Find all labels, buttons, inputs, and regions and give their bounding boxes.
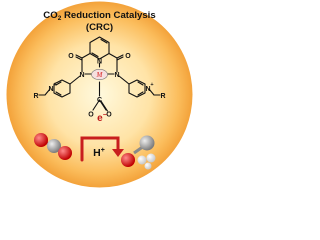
proton-label: H+ <box>93 147 105 159</box>
atom-labels: N O O N N C O O N N R R <box>33 53 165 119</box>
title-subscript-2: 2 <box>58 15 62 22</box>
central-pyridine-ring <box>89 36 110 60</box>
pyridine-n-label: N <box>97 59 102 66</box>
co-product <box>121 135 155 167</box>
h2o-product <box>137 153 156 170</box>
proton-charge: + <box>101 147 105 154</box>
product-carbon-atom <box>139 135 155 151</box>
water-hydrogen-atom-1 <box>137 155 147 165</box>
figure-stage: CO2 Reduction Catalysis (CRC) <box>0 0 199 189</box>
co2-oxygen-right-label: O <box>106 112 112 119</box>
catalysis-figure: CO2 Reduction Catalysis (CRC) <box>6 1 193 188</box>
metal-center <box>91 69 108 81</box>
co2-oxygen-left-label: O <box>88 112 94 119</box>
reaction-arrowhead <box>112 149 124 157</box>
left-pyridinium-ring <box>53 79 71 98</box>
right-plus-charge: + <box>150 82 153 88</box>
catalyst-structure <box>38 36 161 112</box>
right-amide-n-label: N <box>114 72 119 79</box>
water-hydrogen-atom-3 <box>144 162 152 170</box>
charge-labels: + + <box>53 82 153 88</box>
title-rest: Reduction Catalysis <box>61 10 155 21</box>
right-pyridinium-n-label: N <box>145 86 150 93</box>
water-hydrogen-atom-2 <box>146 153 156 163</box>
right-carbonyl-o-label: O <box>125 53 131 60</box>
left-pyridinium-n-label: N <box>48 86 53 93</box>
product-oxygen-atom <box>121 153 135 167</box>
co2-oxygen-atom-1 <box>34 133 48 147</box>
reaction-arrow <box>80 136 120 162</box>
metal-label: M <box>95 71 103 79</box>
co2-carbon-atom <box>47 139 61 153</box>
right-pyridinium-ring <box>128 79 146 98</box>
left-plus-charge: + <box>53 82 56 88</box>
right-r-label: R <box>160 93 165 100</box>
co2-carbon-label: C <box>97 97 102 104</box>
co2-oxygen-atom-2 <box>58 146 72 160</box>
electron-label: e− <box>97 112 107 124</box>
title-line-2: (CRC) <box>86 22 113 33</box>
title-co: CO <box>43 10 58 21</box>
left-r-label: R <box>33 93 38 100</box>
electron-charge: − <box>103 112 107 119</box>
left-amide-n-label: N <box>79 72 84 79</box>
title-line-1: CO2 Reduction Catalysis <box>43 10 155 22</box>
left-carbonyl-o-label: O <box>68 53 74 60</box>
co2-molecule <box>34 133 72 160</box>
